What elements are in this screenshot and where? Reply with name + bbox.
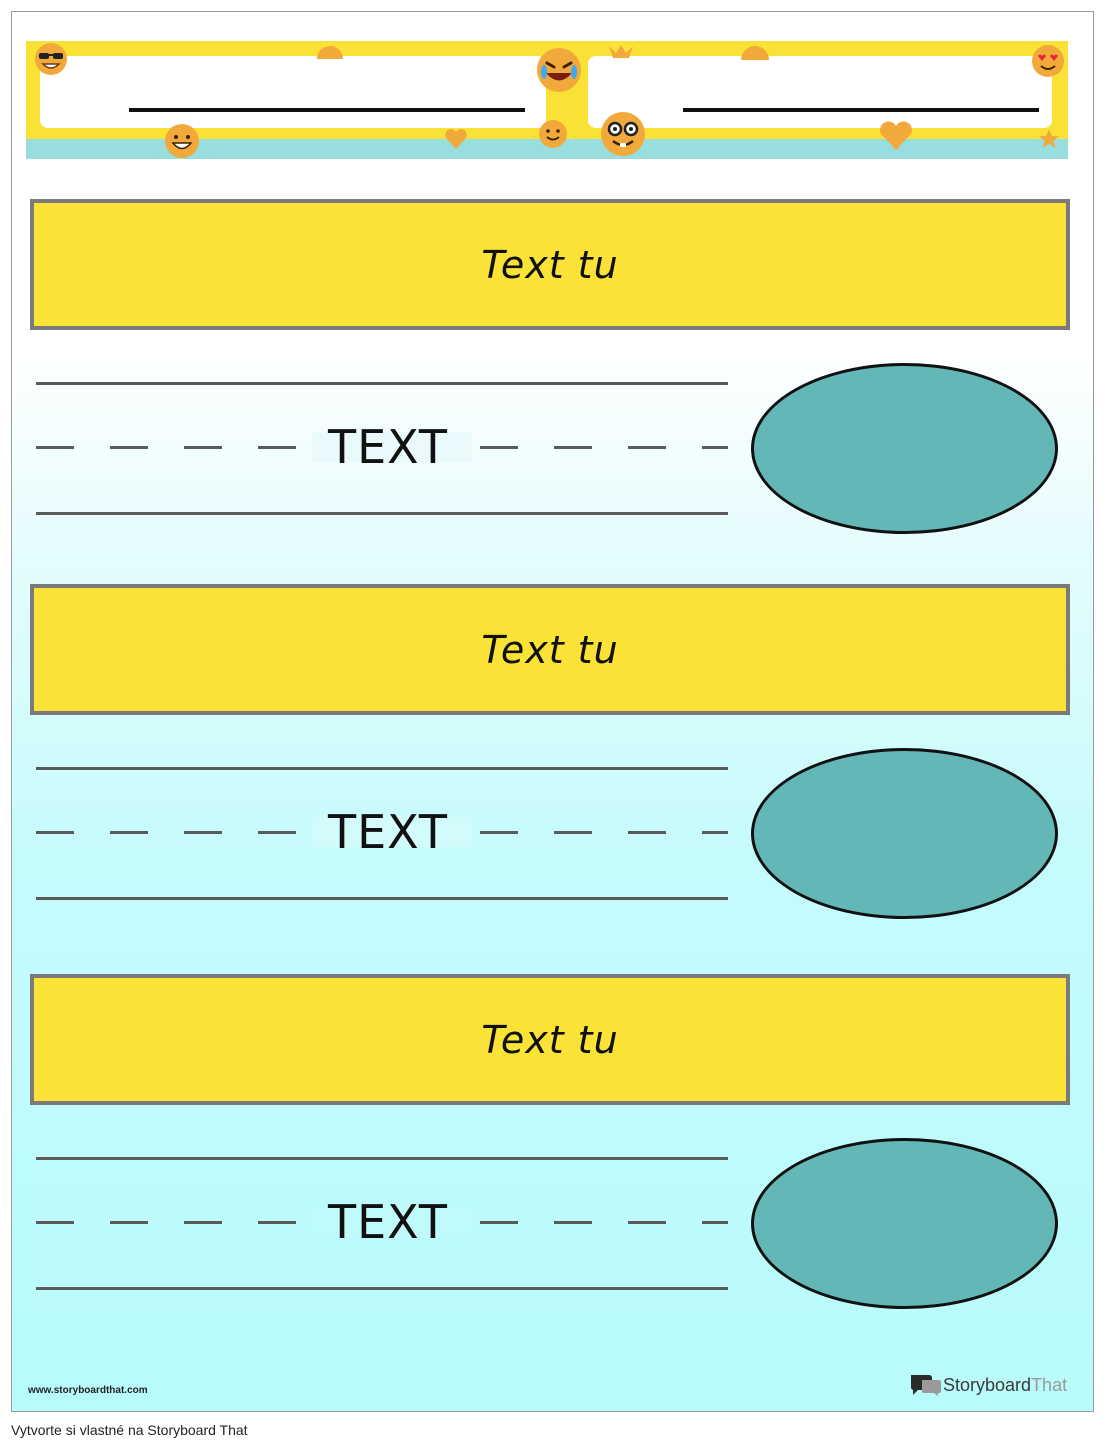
smiley-emoji-icon (317, 46, 343, 59)
handwriting-lines-3: TEXT (36, 1157, 731, 1292)
midline-gap (312, 817, 472, 847)
top-line (36, 767, 728, 770)
name-box-right[interactable] (588, 56, 1052, 128)
picture-oval-2[interactable] (751, 748, 1058, 919)
midline-gap (312, 432, 472, 462)
speech-bubbles-icon (911, 1375, 941, 1396)
handwriting-lines-2: TEXT (36, 767, 731, 902)
title-box-label: Text tu (481, 627, 619, 672)
smiley-emoji-icon (741, 46, 769, 60)
heart-icon (880, 121, 912, 150)
star-icon (609, 45, 633, 58)
title-box-label: Text tu (481, 1017, 619, 1062)
base-line (36, 1287, 728, 1290)
smiley-emoji-icon (539, 120, 567, 148)
laughing-emoji-icon (537, 48, 581, 92)
picture-oval-1[interactable] (751, 363, 1058, 534)
brand-name: Storyboard (943, 1374, 1032, 1395)
top-line (36, 1157, 728, 1160)
picture-oval-3[interactable] (751, 1138, 1058, 1309)
trace-word: TEXT (328, 805, 448, 859)
midline-gap (312, 1207, 472, 1237)
title-box-2[interactable]: Text tu (30, 584, 1070, 715)
name-box-left[interactable] (40, 56, 546, 128)
footer-caption[interactable]: Vytvorte si vlastné na Storyboard That (11, 1422, 248, 1438)
sunglasses-emoji-icon (35, 43, 67, 75)
heart-icon (445, 129, 467, 149)
nerd-emoji-icon (601, 112, 645, 156)
date-write-line (683, 108, 1039, 112)
base-line (36, 897, 728, 900)
smiley-emoji-icon (165, 124, 199, 158)
brand-suffix: That (1031, 1374, 1068, 1395)
handwriting-lines-1: TEXT (36, 382, 731, 517)
top-line (36, 382, 728, 385)
heart-eyes-emoji-icon (1032, 45, 1064, 77)
title-box-label: Text tu (481, 242, 619, 287)
trace-word: TEXT (328, 1195, 448, 1249)
worksheet: Text tu TEXT Text tu TEXT Text tu TEXT w… (11, 11, 1094, 1412)
star-icon (1039, 129, 1059, 148)
site-url[interactable]: www.storyboardthat.com (28, 1385, 148, 1396)
title-box-3[interactable]: Text tu (30, 974, 1070, 1105)
header-teal-strip (26, 139, 1068, 159)
title-box-1[interactable]: Text tu (30, 199, 1070, 330)
base-line (36, 512, 728, 515)
name-write-line (129, 108, 525, 112)
trace-word: TEXT (328, 420, 448, 474)
